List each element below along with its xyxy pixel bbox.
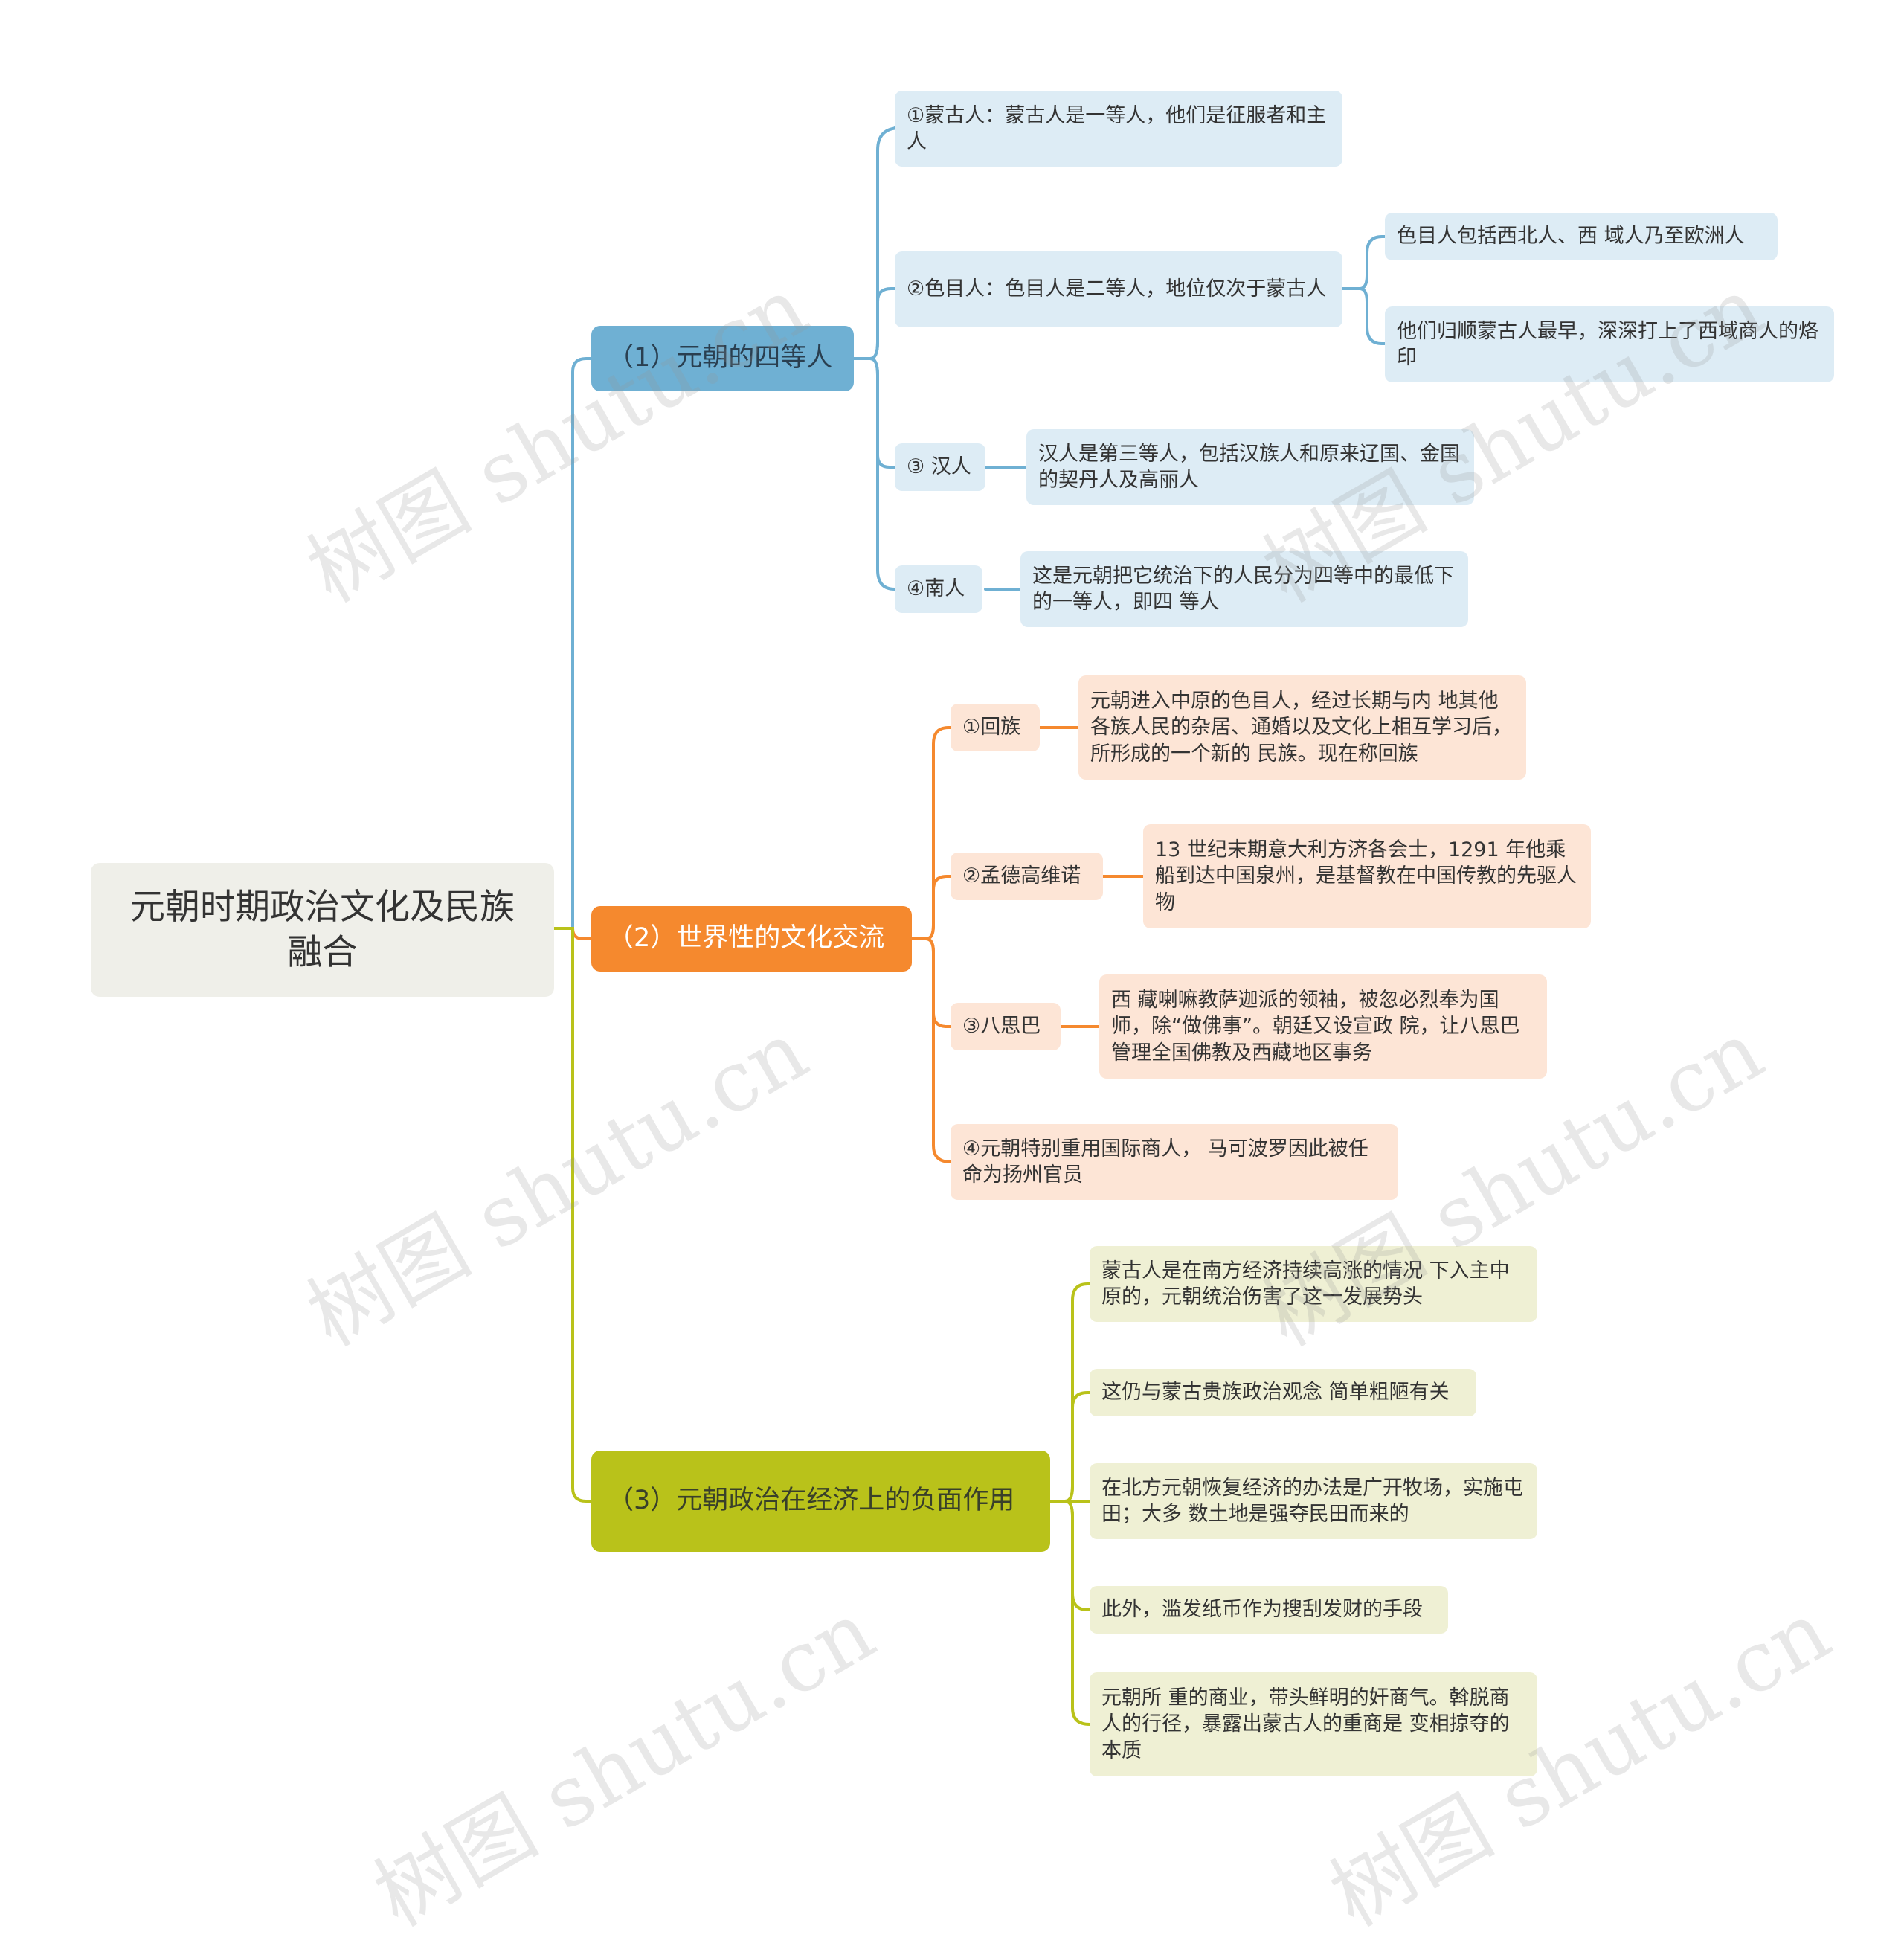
subtopic-semu[interactable]: ②色目人：色目人是二等人，地位仅次于蒙古人 bbox=[895, 251, 1342, 327]
subtopic-southern[interactable]: ④南人 bbox=[895, 565, 982, 613]
root-title: 元朝时期政治文化及民族融合 bbox=[130, 886, 515, 973]
link-root-b1 bbox=[553, 357, 593, 930]
subtopic-north-economy[interactable]: 在北方元朝恢复经济的办法是广开牧场，实施屯田；大多 数土地是强夺民田而来的 bbox=[1090, 1463, 1537, 1539]
detail-montecorvino[interactable]: 13 世纪末期意大利方济各会士，1291 年他乘船到达中国泉州，是基督教在中国传… bbox=[1143, 824, 1591, 928]
detail-label: 元朝进入中原的色目人，经过长期与内 地其他各族人民的杂居、通婚以及文化上相互学习… bbox=[1090, 690, 1512, 765]
detail-semu-merchants[interactable]: 他们归顺蒙古人最早，深深打上了西域商人的烙印 bbox=[1385, 306, 1834, 382]
branch-label: （3）元朝政治在经济上的负面作用 bbox=[608, 1486, 1015, 1516]
detail-phagspa[interactable]: 西 藏喇嘛教萨迦派的领袖，被忽必烈奉为国师，除“做佛事”。朝廷又设宣政 院，让八… bbox=[1099, 974, 1547, 1079]
subtopic-han[interactable]: ③ 汉人 bbox=[895, 443, 985, 491]
detail-southern[interactable]: 这是元朝把它统治下的人民分为四等中的最低下的一等人，即四 等人 bbox=[1020, 551, 1468, 627]
subtopic-label: ③八思巴 bbox=[962, 1015, 1041, 1038]
subtopic-foreign-merchants[interactable]: ④元朝特别重用国际商人， 马可波罗因此被任命为扬州官员 bbox=[951, 1124, 1398, 1200]
detail-label: 他们归顺蒙古人最早，深深打上了西域商人的烙印 bbox=[1397, 319, 1818, 369]
detail-label: 汉人是第三等人，包括汉族人和原来辽国、金国的契丹人及高丽人 bbox=[1038, 442, 1460, 492]
subtopic-label: 在北方元朝恢复经济的办法是广开牧场，实施屯田；大多 数土地是强夺民田而来的 bbox=[1101, 1476, 1523, 1526]
subtopic-hui[interactable]: ①回族 bbox=[951, 704, 1040, 751]
branch-label: （2）世界性的文化交流 bbox=[608, 923, 885, 954]
detail-semu-origin[interactable]: 色目人包括西北人、西 域人乃至欧洲人 bbox=[1385, 213, 1778, 260]
branch-economic-impact[interactable]: （3）元朝政治在经济上的负面作用 bbox=[591, 1451, 1050, 1552]
detail-label: 西 藏喇嘛教萨迦派的领袖，被忽必烈奉为国师，除“做佛事”。朝廷又设宣政 院，让八… bbox=[1111, 989, 1520, 1065]
detail-label: 色目人包括西北人、西 域人乃至欧洲人 bbox=[1397, 225, 1745, 248]
link-b3-c5 bbox=[1049, 1500, 1091, 1726]
link-b1-c4 bbox=[852, 357, 896, 591]
subtopic-mongols[interactable]: ①蒙古人：蒙古人是一等人，他们是征服者和主人 bbox=[895, 91, 1342, 167]
branch-cultural-exchange[interactable]: （2）世界性的文化交流 bbox=[591, 906, 912, 972]
link-b2-c1 bbox=[910, 726, 952, 940]
link-b3-c2 bbox=[1049, 1391, 1091, 1503]
subtopic-south-economy[interactable]: 蒙古人是在南方经济持续高涨的情况 下入主中原的，元朝统治伤害了这一发展势头 bbox=[1090, 1246, 1537, 1322]
detail-hui[interactable]: 元朝进入中原的色目人，经过长期与内 地其他各族人民的杂居、通婚以及文化上相互学习… bbox=[1078, 675, 1526, 780]
detail-label: 13 世纪末期意大利方济各会士，1291 年他乘船到达中国泉州，是基督教在中国传… bbox=[1155, 838, 1577, 914]
link-b3-c4 bbox=[1049, 1500, 1091, 1611]
subtopic-label: ①蒙古人：蒙古人是一等人，他们是征服者和主人 bbox=[907, 103, 1327, 153]
subtopic-label: ④南人 bbox=[907, 577, 965, 601]
link-b2-c4 bbox=[910, 937, 952, 1163]
subtopic-phagspa[interactable]: ③八思巴 bbox=[951, 1003, 1061, 1050]
subtopic-label: ④元朝特别重用国际商人， 马可波罗因此被任命为扬州官员 bbox=[962, 1137, 1368, 1187]
subtopic-montecorvino[interactable]: ②孟德高维诺 bbox=[951, 853, 1103, 900]
subtopic-label: ②孟德高维诺 bbox=[962, 864, 1081, 888]
link-b2-c3 bbox=[910, 937, 952, 1028]
link-c2-g2 bbox=[1341, 287, 1386, 345]
subtopic-label: 蒙古人是在南方经济持续高涨的情况 下入主中原的，元朝统治伤害了这一发展势头 bbox=[1101, 1259, 1510, 1309]
detail-han[interactable]: 汉人是第三等人，包括汉族人和原来辽国、金国的契丹人及高丽人 bbox=[1026, 429, 1474, 505]
subtopic-paper-money[interactable]: 此外，滥发纸币作为搜刮发财的手段 bbox=[1090, 1586, 1448, 1634]
branch-label: （1）元朝的四等人 bbox=[608, 343, 833, 373]
subtopic-label: ②色目人：色目人是二等人，地位仅次于蒙古人 bbox=[907, 277, 1327, 301]
branch-four-classes[interactable]: （1）元朝的四等人 bbox=[591, 326, 854, 391]
link-c2-g1 bbox=[1341, 235, 1386, 290]
connector-lines bbox=[553, 126, 1386, 1726]
root-topic[interactable]: 元朝时期政治文化及民族融合 bbox=[91, 863, 554, 997]
link-b1-c2 bbox=[852, 287, 896, 360]
link-b1-c3 bbox=[852, 357, 896, 469]
subtopic-label: 此外，滥发纸币作为搜刮发财的手段 bbox=[1101, 1598, 1423, 1622]
subtopic-label: 元朝所 重的商业，带头鲜明的奸商气。斡脱商人的行径，暴露出蒙古人的重商是 变相掠… bbox=[1101, 1686, 1510, 1762]
subtopic-label: ③ 汉人 bbox=[907, 455, 971, 479]
subtopic-label: ①回族 bbox=[962, 716, 1021, 739]
link-b2-c2 bbox=[910, 875, 952, 940]
mind-map: 元朝时期政治文化及民族融合 （1）元朝的四等人 ①蒙古人：蒙古人是一等人，他们是… bbox=[91, 91, 1846, 1945]
link-root-b3 bbox=[553, 927, 593, 1503]
subtopic-commerce[interactable]: 元朝所 重的商业，带头鲜明的奸商气。斡脱商人的行径，暴露出蒙古人的重商是 变相掠… bbox=[1090, 1672, 1537, 1776]
subtopic-label: 这仍与蒙古贵族政治观念 简单粗陋有关 bbox=[1101, 1381, 1450, 1404]
detail-label: 这是元朝把它统治下的人民分为四等中的最低下的一等人，即四 等人 bbox=[1032, 564, 1454, 614]
subtopic-political-ideas[interactable]: 这仍与蒙古贵族政治观念 简单粗陋有关 bbox=[1090, 1369, 1476, 1416]
